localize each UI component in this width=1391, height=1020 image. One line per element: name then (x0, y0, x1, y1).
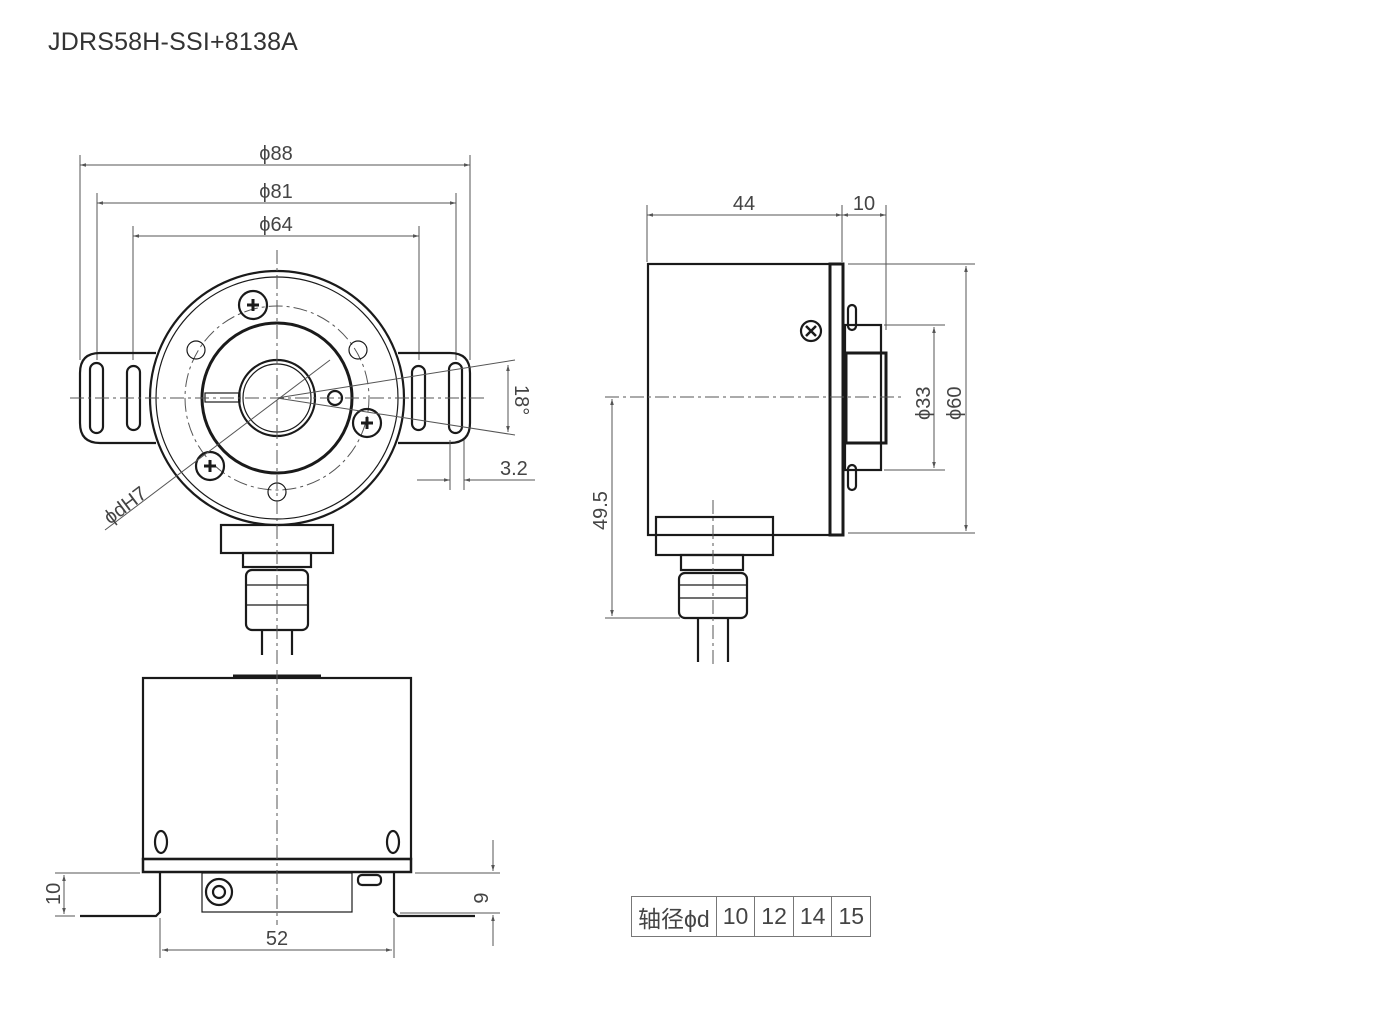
screw-icon (194, 450, 226, 482)
table-header: 轴径ϕd (631, 896, 717, 937)
table-cell: 15 (831, 896, 872, 937)
dim-span: 52 (266, 928, 288, 950)
dim-height: 49.5 (590, 491, 612, 530)
dim-left-height: 10 (43, 883, 65, 905)
dim-d81: ϕ81 (259, 181, 292, 203)
dim-slot: 3.2 (500, 458, 528, 480)
screw-icon (153, 829, 169, 855)
dim-bore: ϕdH7 (100, 483, 151, 529)
dim-right-height: 9 (471, 892, 493, 903)
dim-d88: ϕ88 (259, 143, 292, 165)
front-view: ϕ88 ϕ81 ϕ64 ϕdH7 (70, 143, 535, 665)
dim-angle: 18° (510, 385, 532, 415)
screw-icon (351, 407, 383, 439)
drawing-title: JDRS58H-SSI+8138A (48, 28, 299, 56)
dim-d60: ϕ60 (944, 387, 966, 420)
table-cell: 12 (754, 896, 794, 937)
dim-shaft: 10 (853, 193, 875, 215)
screw-icon (237, 289, 269, 321)
bottom-view: 52 10 9 (43, 670, 500, 958)
table-cell: 10 (715, 896, 756, 937)
encoder-body-side (646, 262, 832, 537)
dim-d33: ϕ33 (913, 387, 935, 420)
dim-length: 44 (733, 193, 755, 215)
dim-d64: ϕ64 (259, 214, 292, 236)
shaft-diameter-table: 轴径ϕd 10 12 14 15 (631, 896, 872, 937)
table-cell: 14 (792, 896, 833, 937)
screw-icon (385, 829, 401, 855)
screw-icon (799, 319, 823, 343)
side-view: 44 10 49.5 ϕ33 ϕ60 (590, 193, 975, 665)
